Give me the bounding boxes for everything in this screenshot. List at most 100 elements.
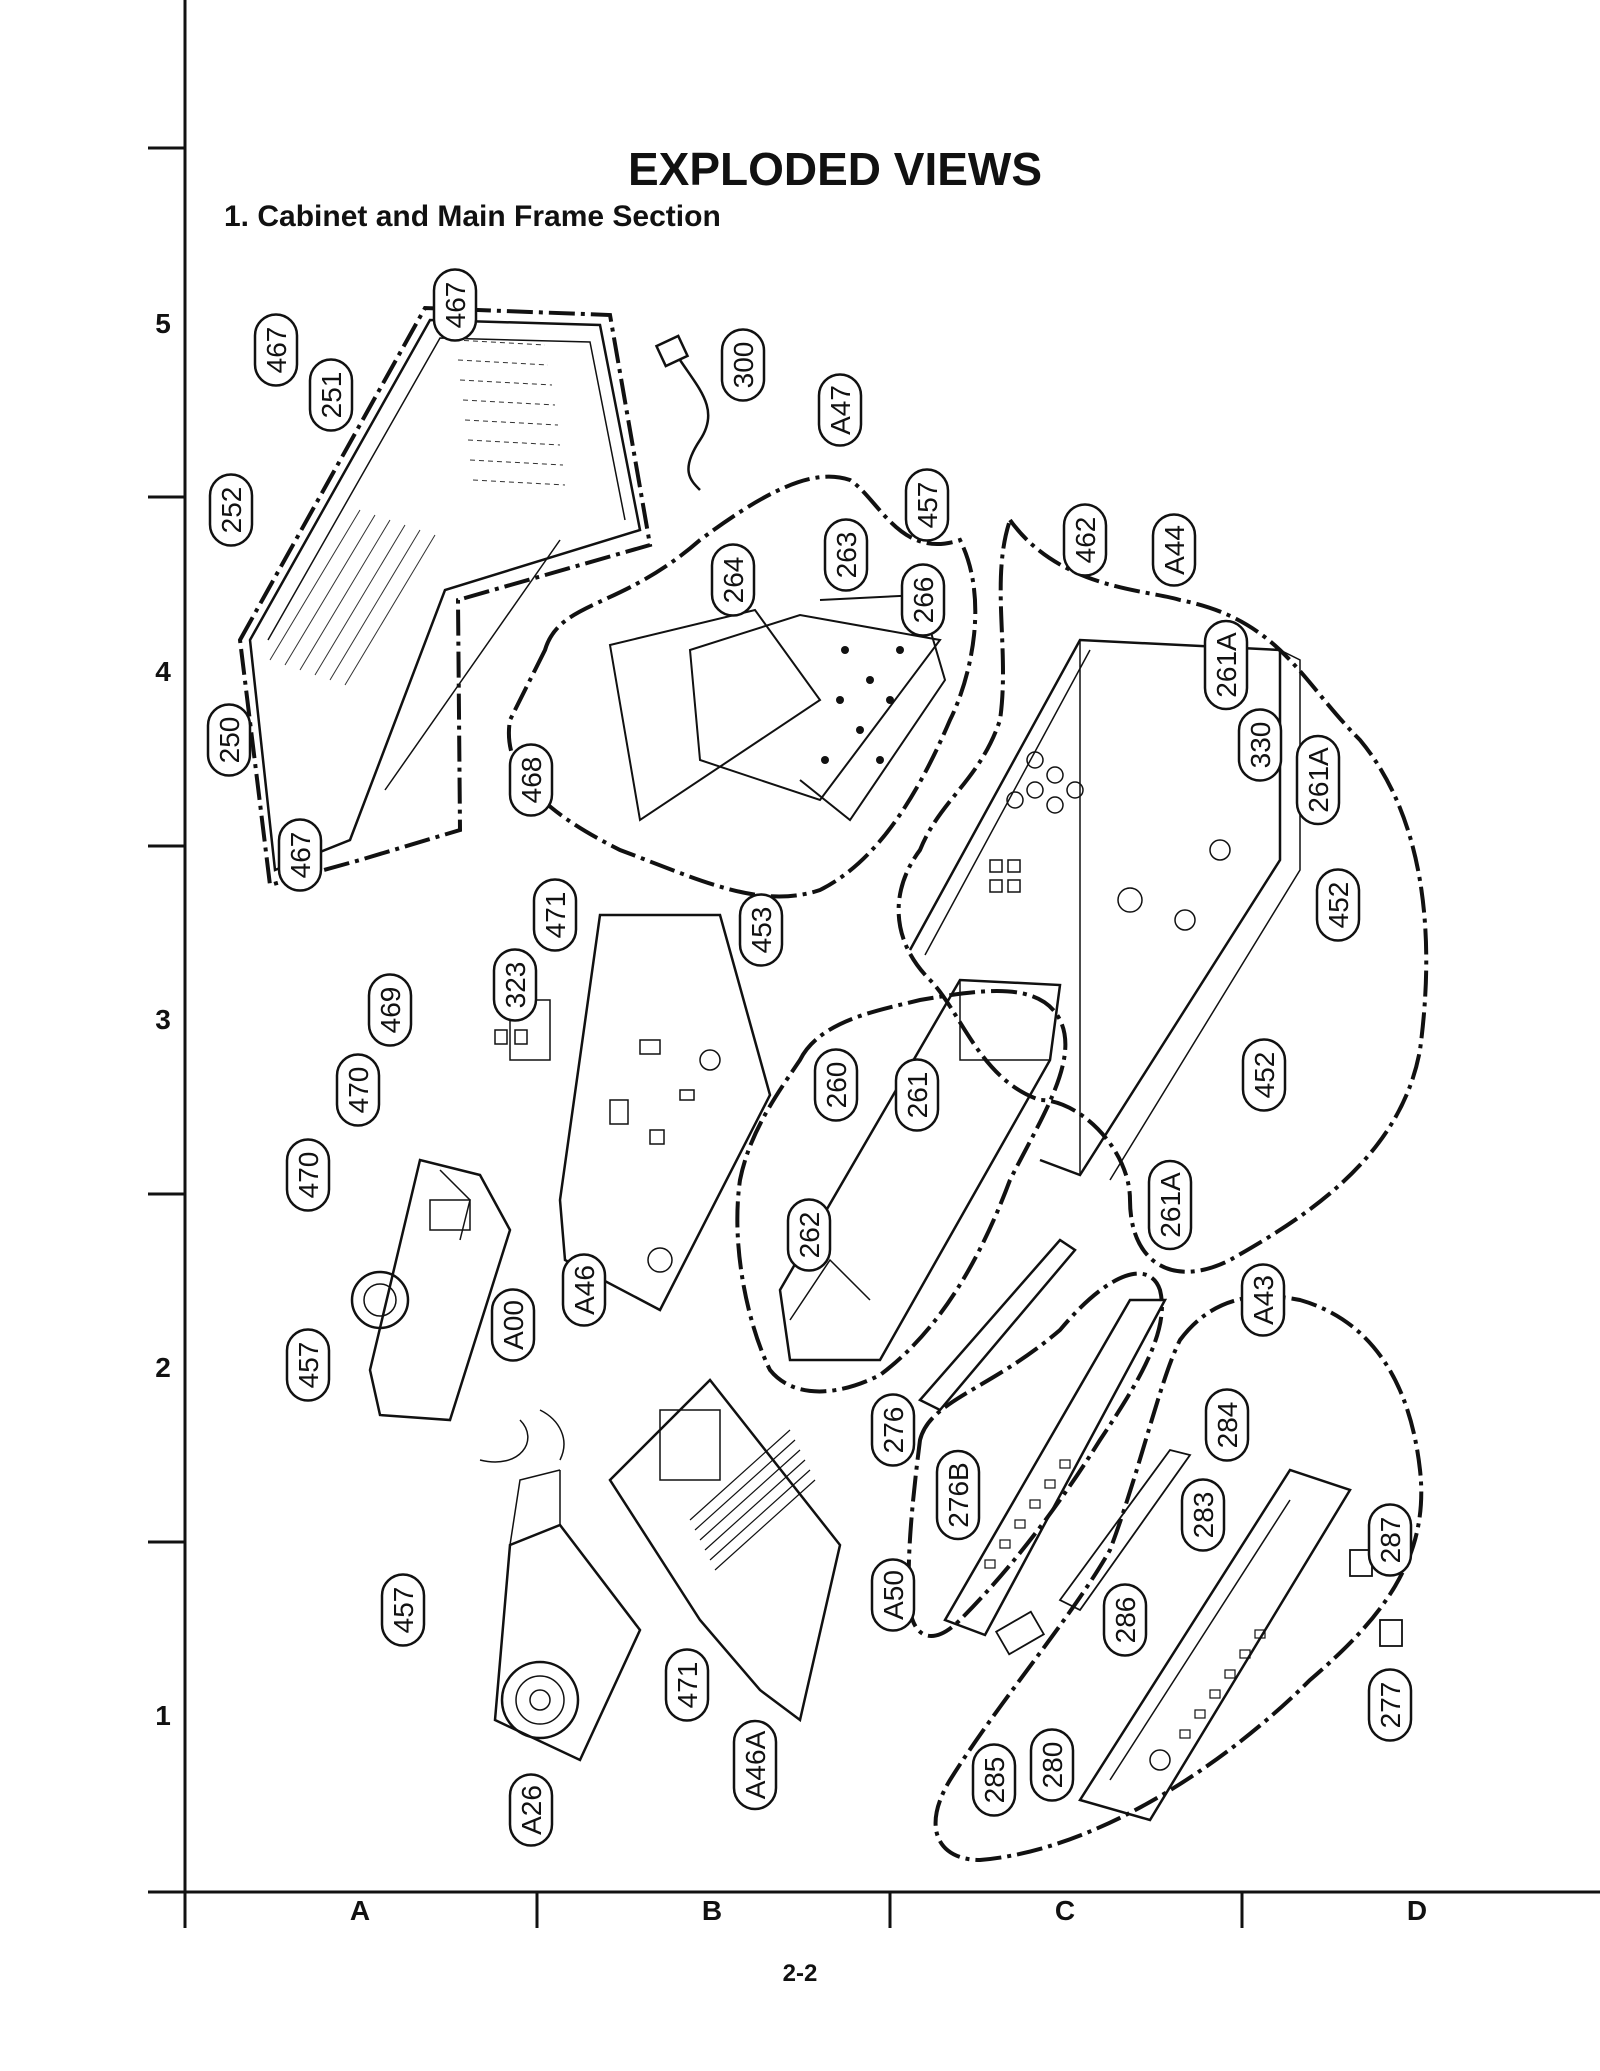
callout-pill [561,1253,607,1327]
cover-outline [237,305,653,888]
callout-text: 467 [261,327,292,374]
callout-pill [1295,734,1341,826]
callout-text: A26 [516,1785,547,1835]
callout-pill [367,973,413,1047]
callout-pill [490,1288,536,1362]
callout-pill [308,358,354,432]
callout-452: 452 [1241,1038,1287,1112]
row-label-2: 2 [155,1352,171,1383]
callout-284: 284 [1204,1388,1250,1462]
callout-276: 276 [870,1393,916,1467]
callout-text: 266 [908,577,939,624]
callout-pill [1315,868,1361,942]
callout-467: 467 [277,818,323,892]
callout-467: 467 [432,268,478,342]
callout-text: 261 [902,1072,933,1119]
callout-a44: A44 [1151,513,1197,587]
callout-457: 457 [285,1328,331,1402]
row-label-3: 3 [155,1004,171,1035]
callout-283: 283 [1180,1478,1226,1552]
callout-pill [738,893,784,967]
callout-330: 330 [1237,708,1283,782]
callout-text: A47 [825,385,856,435]
callout-pill [870,1393,916,1467]
callout-pill [285,1138,331,1212]
callout-pill [1062,503,1108,577]
callout-286: 286 [1102,1583,1148,1657]
callout-text: 467 [285,832,316,879]
callout-text: 263 [831,532,862,579]
callout-263: 263 [823,518,869,592]
callout-text: 457 [293,1342,324,1389]
callout-pill [1367,1503,1413,1577]
callout-text: 469 [375,987,406,1034]
callout-pill [380,1573,426,1647]
callout-text: A44 [1159,525,1190,575]
callout-261: 261 [894,1058,940,1132]
power-section-outline [506,474,978,899]
callout-text: 470 [293,1152,324,1199]
callout-text: 457 [912,482,943,529]
callout-pill [823,518,869,592]
callout-pill [492,948,538,1022]
callout-251: 251 [308,358,354,432]
callout-text: 276B [943,1462,974,1527]
callout-287: 287 [1367,1503,1413,1577]
callout-text: A43 [1248,1275,1279,1325]
callout-pill [786,1198,832,1272]
callout-266: 266 [900,563,946,637]
power-cord [654,334,710,491]
callout-pill [206,703,252,777]
callout-text: 453 [746,907,777,954]
callout-text: 262 [794,1212,825,1259]
callout-text: 471 [672,1662,703,1709]
callout-470: 470 [285,1138,331,1212]
callout-pill [1147,1159,1193,1251]
callout-452: 452 [1315,868,1361,942]
callout-261a: 261A [1203,619,1249,711]
callout-a00: A00 [490,1288,536,1362]
callout-pill [1180,1478,1226,1552]
callout-pill [817,373,863,447]
row-label-1: 1 [155,1700,171,1731]
callout-text: 452 [1323,882,1354,929]
callout-text: 330 [1245,722,1276,769]
callout-pill [870,1558,916,1632]
callout-469: 469 [367,973,413,1047]
callout-text: A46 [569,1265,600,1315]
callout-pill [1102,1583,1148,1657]
callout-pill [664,1648,710,1722]
callout-pill [1367,1668,1413,1742]
callout-pill [894,1058,940,1132]
callout-text: 470 [343,1067,374,1114]
callout-text: 261A [1155,1172,1186,1238]
callout-453: 453 [738,893,784,967]
callout-277: 277 [1367,1668,1413,1742]
callout-285: 285 [971,1743,1017,1817]
top-cover [248,318,642,872]
callout-text: A46A [740,1730,771,1799]
callout-pill [532,878,578,952]
callout-text: 468 [516,757,547,804]
callout-323: 323 [492,948,538,1022]
front-bracket [778,978,1062,1362]
callout-pill [208,473,254,547]
chassis-outline [896,515,1429,1274]
callout-pill [1240,1263,1286,1337]
callout-text: 323 [500,962,531,1009]
callout-text: 260 [821,1062,852,1109]
row-label-5: 5 [155,308,171,339]
callout-pill [1151,513,1197,587]
callout-pill [720,328,766,402]
section-subtitle: 1. Cabinet and Main Frame Section [224,200,721,233]
callout-text: 457 [388,1587,419,1634]
callout-260: 260 [813,1048,859,1122]
callout-text: 252 [216,487,247,534]
callout-pill [935,1449,981,1541]
callout-text: 300 [728,342,759,389]
callout-252: 252 [208,473,254,547]
callout-text: 467 [440,282,471,329]
callout-text: 276 [878,1407,909,1454]
callout-text: A00 [498,1300,529,1350]
callout-a46: A46 [561,1253,607,1327]
